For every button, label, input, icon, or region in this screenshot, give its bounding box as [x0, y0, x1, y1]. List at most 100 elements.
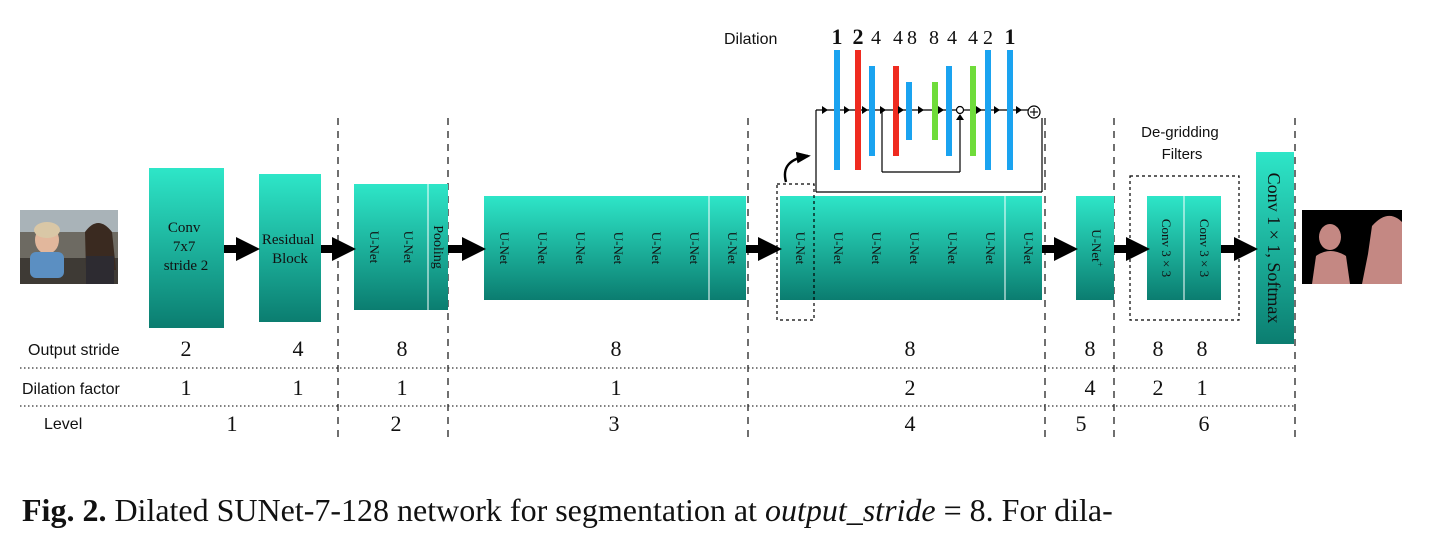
caption-text-end: = 8. For dila- [943, 492, 1113, 528]
degrid-title: Filters [1162, 146, 1203, 163]
row-value: 1 [397, 375, 408, 400]
row-value: 1 [227, 411, 238, 436]
svg-text:Residual Block: Residual Block [262, 232, 318, 267]
unet-label: U-Net [907, 232, 922, 265]
signal-arrow [862, 106, 868, 114]
row-value: 8 [1085, 336, 1096, 361]
row-value: 8 [611, 336, 622, 361]
final-block-label: Conv 1 × 1, Softmax [1264, 173, 1284, 324]
unet-label: U-Net [945, 232, 960, 265]
svg-text:De-gridding Filters: De-gridding Filters [1141, 124, 1223, 163]
signal-arrow [880, 106, 886, 114]
degrid-conv-label: Conv 3 × 3 [1159, 219, 1174, 277]
unet-label: U-Net [725, 232, 740, 265]
caption-text: Dilated SUNet-7-128 network for segmenta… [114, 492, 757, 528]
signal-arrow [956, 114, 964, 120]
signal-arrow [822, 106, 828, 114]
row-value: 1 [181, 375, 192, 400]
dilated-conv-bar [985, 50, 991, 170]
row-value: 3 [609, 411, 620, 436]
unet-label: U-Net [869, 232, 884, 265]
dilated-conv-bar [906, 82, 912, 140]
row-label: Dilation factor [22, 381, 120, 398]
signal-arrow [918, 106, 924, 114]
dilated-conv-bar [946, 66, 952, 156]
caption-math: output_stride [764, 492, 936, 528]
conv7x7-block: Conv 7x7 stride 2 [149, 168, 224, 328]
dilation-value: 8 [907, 27, 917, 49]
dilation-header: Dilation [724, 31, 777, 48]
unet-label: U-Net [611, 232, 626, 265]
row-value: 2 [391, 411, 402, 436]
row-value: 4 [1085, 375, 1096, 400]
row-value: 1 [611, 375, 622, 400]
level2-block: U-Net U-Net Pooling [354, 184, 448, 310]
unet-label: U-Net [497, 232, 512, 265]
row-value: 1 [1197, 375, 1208, 400]
unet-label: U-Net [831, 232, 846, 265]
unet-label: U-Net [983, 232, 998, 265]
dilation-value: 8 [929, 27, 939, 49]
dilation-value: 1 [1005, 24, 1016, 49]
signal-arrow [898, 106, 904, 114]
signal-arrow [994, 106, 1000, 114]
signal-arrow [1016, 106, 1022, 114]
unet-label: U-Net [687, 232, 702, 265]
dilation-value: 2 [983, 27, 993, 49]
dilation-value: 4 [947, 27, 957, 49]
row-value: 8 [397, 336, 408, 361]
dilated-conv-bar [869, 66, 875, 156]
dilation-value: 4 [893, 27, 903, 49]
unet-plus-label: U-Net+ [1089, 229, 1105, 267]
dilated-conv-bar [1007, 50, 1013, 170]
degrid-conv-label: Conv 3 × 3 [1197, 219, 1212, 277]
unet-label: U-Net [793, 232, 808, 265]
row-separators [20, 367, 1296, 407]
dilation-value: 4 [968, 27, 978, 49]
level5-block: U-Net+ [1076, 196, 1114, 300]
row-value: 8 [1153, 336, 1164, 361]
dilated-conv-bar [932, 82, 938, 140]
dilation-value: 4 [871, 27, 881, 49]
signal-arrow [976, 106, 982, 114]
dilation-value: 1 [832, 24, 843, 49]
dilated-conv-bar [834, 50, 840, 170]
row-label: Level [44, 416, 82, 433]
row-output-stride: Output stride 2 4 8 8 8 8 8 8 [28, 336, 1208, 361]
row-value: 4 [293, 336, 304, 361]
row-value: 8 [905, 336, 916, 361]
row-label: Output stride [28, 342, 120, 359]
final-conv-block: Conv 1 × 1, Softmax [1256, 152, 1294, 344]
level4-block: U-Net U-Net U-Net U-Net U-Net U-Net U-Ne… [776, 183, 1042, 321]
signal-arrow [938, 106, 944, 114]
degrid-title: De-gridding [1141, 124, 1219, 141]
dilated-conv-bar [893, 66, 899, 156]
row-value: 5 [1076, 411, 1087, 436]
unet-label: U-Net [1021, 232, 1036, 265]
degridding-block: Conv 3 × 3 Conv 3 × 3 De-gridding Filter… [1129, 124, 1240, 321]
sum-node-small [955, 105, 965, 115]
pooling-label: Pooling [430, 225, 445, 269]
input-photo [20, 210, 118, 284]
row-dilation-factor: Dilation factor 1 1 1 1 2 4 2 1 [22, 375, 1208, 400]
row-value: 2 [905, 375, 916, 400]
sum-node-icon [1027, 105, 1041, 119]
row-value: 2 [1153, 375, 1164, 400]
row-value: 2 [181, 336, 192, 361]
dilated-conv-bar [855, 50, 861, 170]
unet-label: U-Net [401, 231, 416, 264]
fig-label: Fig. 2. [22, 492, 107, 528]
unet-label: U-Net [367, 231, 382, 264]
level3-block: U-Net U-Net U-Net U-Net U-Net U-Net U-Ne… [484, 196, 746, 300]
signal-arrow [844, 106, 850, 114]
row-value: 1 [293, 375, 304, 400]
row-value: 8 [1197, 336, 1208, 361]
residual-block: Residual Block [259, 174, 321, 322]
dilated-conv-bar [970, 66, 976, 156]
row-value: 6 [1199, 411, 1210, 436]
dilation-value: 2 [853, 24, 864, 49]
unet-label: U-Net [573, 232, 588, 265]
